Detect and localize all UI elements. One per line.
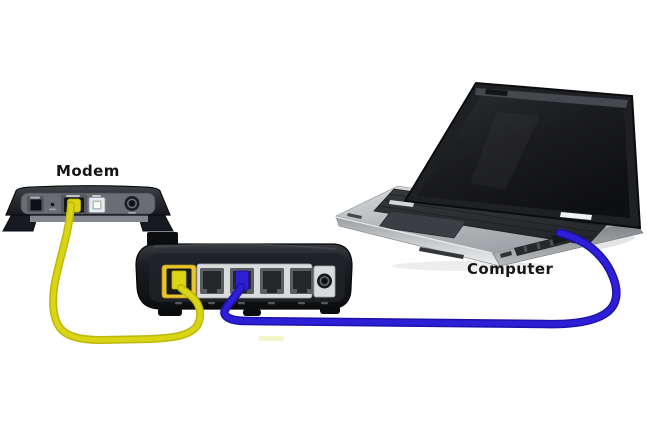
hinge-bar-right xyxy=(560,212,592,220)
screen-top-bezel xyxy=(475,88,628,108)
modem-power-jack xyxy=(124,196,140,214)
screen-panel xyxy=(417,96,630,218)
modem-illustration xyxy=(2,185,174,232)
router-lan-port-4 xyxy=(290,268,314,294)
router-lan-port-3 xyxy=(260,268,284,294)
side-vent xyxy=(347,213,362,219)
yellow-ethernet-cable xyxy=(49,201,205,345)
laptop-screen xyxy=(403,81,642,230)
laptop-shadow-right xyxy=(584,235,636,251)
cable-reflection xyxy=(258,336,284,341)
webcam-notch xyxy=(485,89,508,96)
modem-phone-port xyxy=(27,196,44,212)
router-feet xyxy=(158,306,340,316)
modem-reset-pinhole xyxy=(49,202,56,211)
router-lan-port-1 xyxy=(200,268,224,294)
hinge-bar-left xyxy=(389,200,414,207)
router-power-jack xyxy=(313,265,336,298)
modem-bottom-strip xyxy=(30,213,148,222)
router-top-highlight xyxy=(153,243,337,250)
blue-ethernet-cable xyxy=(220,228,621,329)
router-port-labels xyxy=(175,302,328,305)
computer-label: Computer xyxy=(467,260,554,278)
laptop-illustration xyxy=(335,81,644,271)
laptop-touchpad xyxy=(378,210,467,239)
modem-usb-port xyxy=(88,195,106,213)
dvd-slot xyxy=(419,247,464,259)
router-top-tab xyxy=(147,232,178,246)
modem-label: Modem xyxy=(56,162,120,180)
router-lan-ports xyxy=(196,263,314,299)
router-illustration xyxy=(135,232,353,316)
deck-edge-highlight xyxy=(335,216,493,254)
